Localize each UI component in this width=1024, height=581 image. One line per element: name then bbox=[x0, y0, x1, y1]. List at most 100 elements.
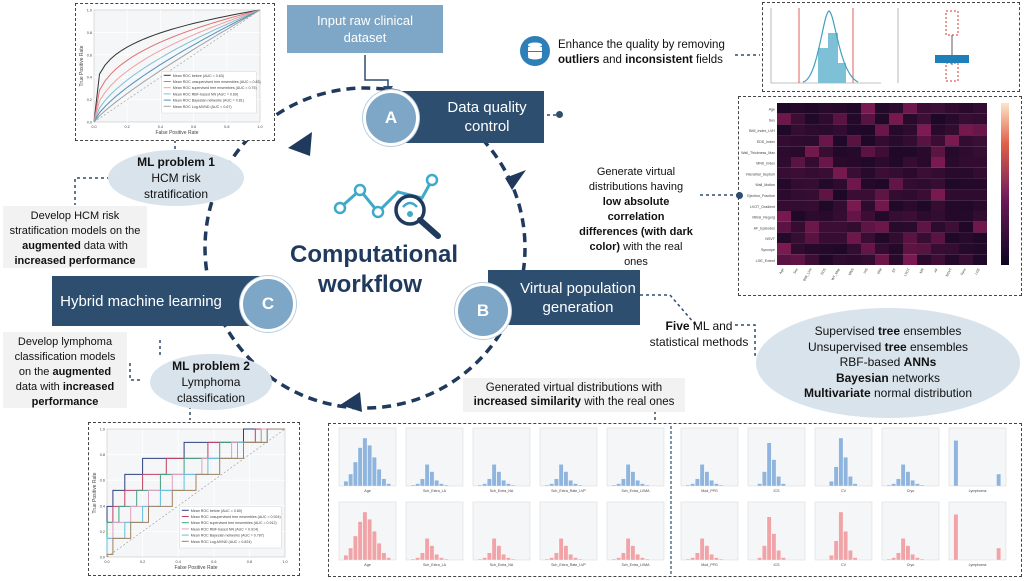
heatmap-cell bbox=[833, 146, 847, 157]
hist-bar bbox=[554, 552, 559, 561]
roc-xtick-5: 1.0 bbox=[257, 125, 262, 129]
hist-bar bbox=[640, 483, 645, 487]
heatmap-cell bbox=[903, 124, 917, 136]
input-dataset-label: Input raw clinical dataset bbox=[316, 13, 414, 45]
center-title-line1: Computational bbox=[290, 241, 458, 268]
heatmap-cell bbox=[959, 254, 973, 265]
heatmap-row-label: Ejection_Fraction bbox=[747, 194, 775, 198]
hist-bar bbox=[919, 558, 925, 561]
heatmap-col-label: MNS bbox=[848, 267, 856, 276]
heatmap-cell bbox=[819, 167, 833, 179]
heatmap-cell bbox=[777, 103, 791, 114]
roc-ytick-0: 0.0 bbox=[87, 121, 92, 125]
heatmap-cell bbox=[875, 200, 889, 211]
hist-bar bbox=[621, 552, 626, 561]
hist-bar bbox=[487, 552, 492, 561]
roc-xtick-1: 0.2 bbox=[140, 560, 145, 564]
hist-bar bbox=[644, 558, 650, 561]
hist-bar bbox=[953, 514, 959, 561]
hist-bar bbox=[838, 511, 844, 561]
hist-bar bbox=[348, 473, 353, 487]
heatmap-cell bbox=[945, 167, 959, 179]
heatmap-cell bbox=[819, 221, 833, 233]
step-b-label: Virtual population generation bbox=[520, 279, 636, 316]
hist-bar bbox=[482, 557, 487, 561]
hist-bar bbox=[915, 483, 920, 487]
heatmap-cell bbox=[903, 232, 917, 244]
hist-bar bbox=[439, 557, 444, 561]
virtual-distribution-note: Generate virtual distributions having lo… bbox=[574, 162, 698, 268]
heatmap-cell bbox=[791, 221, 805, 233]
heatmap-cell bbox=[805, 211, 819, 222]
heatmap-cell bbox=[875, 167, 889, 179]
heatmap-cell bbox=[791, 135, 805, 147]
hist-bar bbox=[434, 480, 439, 487]
hist-bar bbox=[900, 538, 906, 561]
heatmap-cell bbox=[917, 232, 931, 244]
cycle-arrow-right bbox=[505, 170, 526, 190]
heatmap-col-label: Age bbox=[778, 267, 785, 274]
heatmap-cell bbox=[903, 167, 917, 179]
heatmap-cell bbox=[945, 103, 959, 114]
heatmap-cell bbox=[917, 254, 931, 265]
heatmap-cell bbox=[833, 113, 847, 125]
heatmap-cell bbox=[931, 232, 945, 244]
heatmap-cell bbox=[847, 135, 861, 147]
heatmap-cell bbox=[791, 167, 805, 179]
heatmap-cell bbox=[861, 243, 875, 255]
heatmap-cell bbox=[847, 221, 861, 233]
hist-xlabel: ICS bbox=[774, 489, 781, 493]
heatmap-cell bbox=[889, 221, 903, 233]
heatmap-cell bbox=[917, 211, 931, 222]
roc-chance-line bbox=[93, 9, 261, 123]
method-supervised-tree: Supervised tree ensembles bbox=[814, 324, 962, 339]
hist-bar bbox=[843, 457, 848, 487]
heatmap-cell bbox=[777, 124, 791, 136]
heatmap-cell bbox=[959, 135, 973, 147]
heatmap-cell bbox=[861, 146, 875, 157]
hist-bar bbox=[630, 545, 636, 561]
method-unsupervised-tree: Unsupervised tree ensembles bbox=[807, 339, 969, 354]
heatmap-cell bbox=[903, 178, 917, 190]
heatmap-cell bbox=[833, 157, 847, 168]
hist-bar bbox=[776, 476, 781, 487]
step-c-badge: C bbox=[240, 276, 296, 332]
heatmap-cell bbox=[861, 254, 875, 265]
hist-bar bbox=[695, 552, 700, 561]
hist-xlabel: Sch_Extra_NA bbox=[490, 563, 514, 567]
roc-xtick-0: 0.0 bbox=[91, 125, 96, 129]
center-title: Computational workflow bbox=[290, 240, 458, 300]
hist-bar bbox=[558, 538, 564, 561]
hist-cell bbox=[680, 501, 739, 561]
heatmap-cell bbox=[889, 146, 903, 157]
outlier-panel bbox=[762, 2, 1020, 92]
heatmap-cell bbox=[819, 243, 833, 255]
heatmap-cell bbox=[847, 232, 861, 244]
heatmap-cell bbox=[931, 200, 945, 211]
heatmap-cell bbox=[819, 113, 833, 125]
hist-bar bbox=[415, 557, 420, 561]
roc-xtick-4: 0.8 bbox=[247, 560, 252, 564]
lymphoma-note: Develop lymphoma classification models o… bbox=[3, 332, 127, 408]
outlier-histogram bbox=[770, 8, 881, 84]
hist-cell bbox=[539, 427, 598, 487]
heatmap-cell bbox=[973, 211, 987, 222]
heatmap-cell bbox=[805, 167, 819, 179]
step-c-box: Hybrid machine learning bbox=[52, 276, 260, 326]
hist-bar bbox=[891, 483, 896, 487]
heatmap-cell bbox=[959, 157, 973, 168]
heatmap-cell bbox=[805, 124, 819, 136]
roc-ylabel: True Positive Rate bbox=[92, 472, 98, 513]
heatmap-cell bbox=[791, 200, 805, 211]
heatmap-cell bbox=[847, 200, 861, 211]
hist-bar bbox=[362, 511, 368, 561]
hist-cell bbox=[472, 501, 531, 561]
hist-xlabel: Age bbox=[364, 563, 370, 567]
heatmap-cell bbox=[889, 178, 903, 190]
heatmap-cell bbox=[819, 178, 833, 190]
hist-bar bbox=[477, 484, 483, 487]
hist-bar bbox=[353, 461, 358, 487]
step-c-letter: C bbox=[261, 294, 275, 313]
hist-bar bbox=[544, 558, 550, 561]
